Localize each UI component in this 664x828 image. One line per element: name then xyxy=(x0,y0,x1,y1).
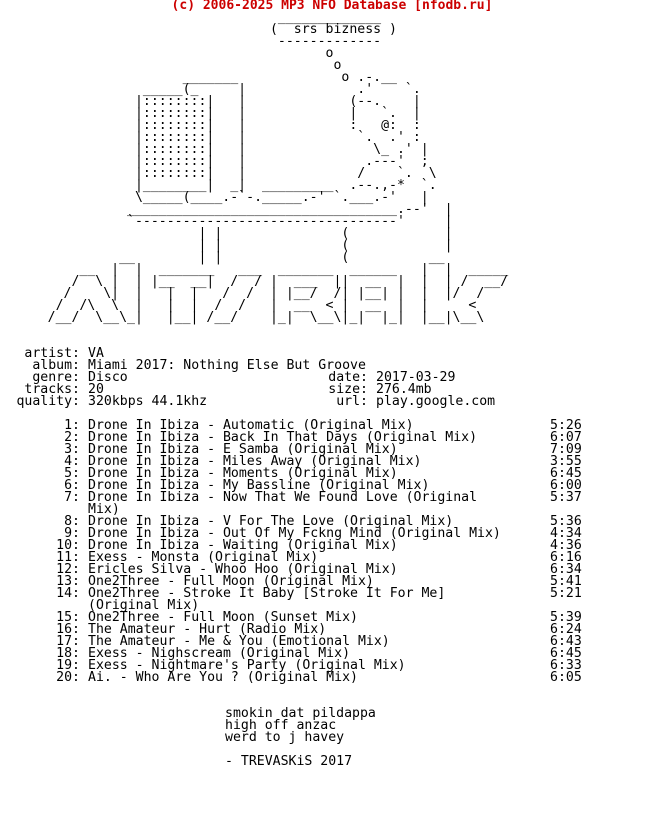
quality-value: 320kbps 44.1khz xyxy=(88,394,208,409)
track-title-continued: (Original Mix) xyxy=(88,598,200,613)
greet-line: high off anzac xyxy=(225,718,337,733)
track-number: 6: xyxy=(64,478,80,493)
track-title: Exess - Nighscream (Original Mix) xyxy=(88,646,351,661)
track-title: One2Three - Full Moon (Sunset Mix) xyxy=(88,610,358,625)
signature: - TREVASKiS 2017 xyxy=(225,754,353,769)
track-number: 1: xyxy=(64,418,80,433)
size-value: 276.4mb xyxy=(376,382,432,397)
track-duration: 6:16 xyxy=(550,550,582,565)
tracks-label: tracks: xyxy=(24,382,80,397)
track-title: One2Three - Stroke It Baby [Stroke It Fo… xyxy=(88,586,446,601)
nfodb-link[interactable]: nfodb.ru xyxy=(422,0,485,13)
track-number: 8: xyxy=(64,514,80,529)
greet-line: werd to j havey xyxy=(225,730,345,745)
track-duration: 6:45 xyxy=(550,466,582,481)
quality-label: quality: xyxy=(16,394,80,409)
track-duration: 6:43 xyxy=(550,634,582,649)
track-number: 20: xyxy=(56,670,80,685)
artist-value: VA xyxy=(88,346,104,361)
track-duration: 6:00 xyxy=(550,478,582,493)
track-number: 12: xyxy=(56,562,80,577)
track-duration: 4:36 xyxy=(550,538,582,553)
track-title: Drone In Ibiza - E Samba (Original Mix) xyxy=(88,442,398,457)
copyright-suffix: ] xyxy=(484,0,493,13)
copyright-header: (c) 2006-2025 MP3 NFO Database [nfodb.ru… xyxy=(0,0,664,12)
track-title: Exess - Nightmare's Party (Original Mix) xyxy=(88,658,406,673)
track-number: 16: xyxy=(56,622,80,637)
ascii-art-logo: _____________ ( srs bizness ) ----------… xyxy=(47,10,509,325)
url-value: play.google.com xyxy=(376,394,496,409)
album-label: album: xyxy=(32,358,80,373)
track-duration: 5:41 xyxy=(550,574,582,589)
track-title: Drone In Ibiza - Moments (Original Mix) xyxy=(88,466,398,481)
artist-label: artist: xyxy=(24,346,80,361)
tracks-value: 20 xyxy=(88,382,104,397)
track-duration: 6:07 xyxy=(550,430,582,445)
track-duration: 7:09 xyxy=(550,442,582,457)
track-number: 14: xyxy=(56,586,80,601)
greet-line: smokin dat pildappa xyxy=(225,706,376,721)
track-number: 3: xyxy=(64,442,80,457)
track-duration: 6:45 xyxy=(550,646,582,661)
track-duration: 6:05 xyxy=(550,670,582,685)
date-label: date: xyxy=(328,370,368,385)
track-title: Drone In Ibiza - Waiting (Original Mix) xyxy=(88,538,398,553)
track-title: The Amateur - Hurt (Radio Mix) xyxy=(88,622,327,637)
track-duration: 6:24 xyxy=(550,622,582,637)
track-duration: 6:34 xyxy=(550,562,582,577)
track-title: Drone In Ibiza - Now That We Found Love … xyxy=(88,490,478,505)
track-title: Drone In Ibiza - My Bassline (Original M… xyxy=(88,478,430,493)
date-value: 2017-03-29 xyxy=(376,370,456,385)
genre-value: Disco xyxy=(88,370,128,385)
track-number: 7: xyxy=(64,490,80,505)
track-duration: 5:39 xyxy=(550,610,582,625)
genre-label: genre: xyxy=(32,370,80,385)
track-number: 10: xyxy=(56,538,80,553)
track-title: Drone In Ibiza - Miles Away (Original Mi… xyxy=(88,454,422,469)
track-duration: 6:33 xyxy=(550,658,582,673)
track-duration: 5:36 xyxy=(550,514,582,529)
track-number: 15: xyxy=(56,610,80,625)
track-title: Drone In Ibiza - Back In That Days (Orig… xyxy=(88,430,478,445)
track-number: 19: xyxy=(56,658,80,673)
track-title: The Amateur - Me & You (Emotional Mix) xyxy=(88,634,390,649)
track-duration: 5:21 xyxy=(550,586,582,601)
track-duration: 4:34 xyxy=(550,526,582,541)
track-duration: 5:26 xyxy=(550,418,582,433)
track-number: 2: xyxy=(64,430,80,445)
track-title: Exess - Monsta (Original Mix) xyxy=(88,550,319,565)
track-title: Ericles Silva - Whoo Hoo (Original Mix) xyxy=(88,562,398,577)
track-title: Drone In Ibiza - Automatic (Original Mix… xyxy=(88,418,414,433)
track-number: 11: xyxy=(56,550,80,565)
album-value: Miami 2017: Nothing Else But Groove xyxy=(88,358,366,373)
size-label: size: xyxy=(328,382,368,397)
track-title: Drone In Ibiza - Out Of My Fckng Mind (O… xyxy=(88,526,501,541)
track-title: Ai. - Who Are You ? (Original Mix) xyxy=(88,670,358,685)
url-label: url: xyxy=(336,394,368,409)
track-number: 4: xyxy=(64,454,80,469)
track-number: 13: xyxy=(56,574,80,589)
track-number: 9: xyxy=(64,526,80,541)
track-duration: 3:55 xyxy=(550,454,582,469)
track-duration: 5:37 xyxy=(550,490,582,505)
track-title: Drone In Ibiza - V For The Love (Origina… xyxy=(88,514,454,529)
track-number: 18: xyxy=(56,646,80,661)
track-number: 5: xyxy=(64,466,80,481)
track-number: 17: xyxy=(56,634,80,649)
copyright-text: (c) 2006-2025 MP3 NFO Database [ xyxy=(171,0,422,13)
track-title-continued: Mix) xyxy=(88,502,120,517)
track-title: One2Three - Full Moon (Original Mix) xyxy=(88,574,374,589)
